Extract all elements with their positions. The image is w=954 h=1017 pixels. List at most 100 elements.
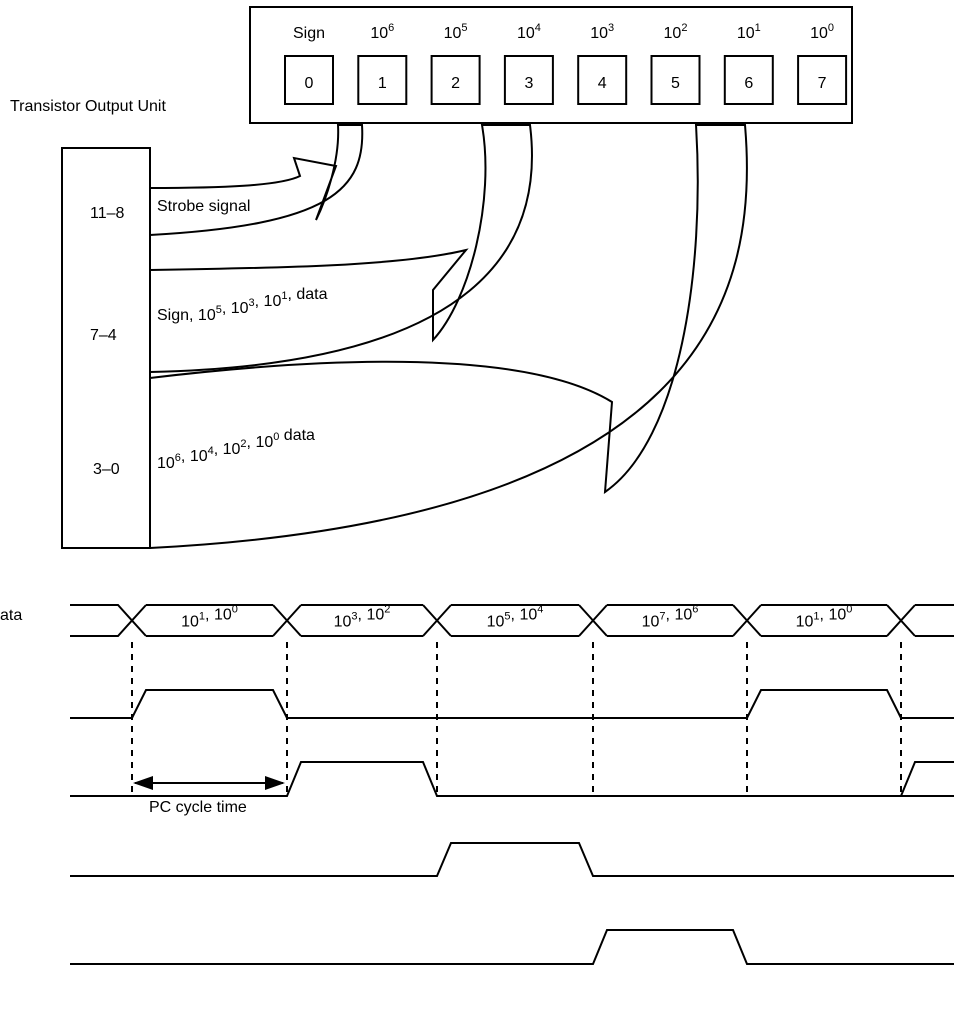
text-part: 10 bbox=[157, 455, 175, 472]
digit-box bbox=[503, 55, 554, 105]
terminal-7-4: 7–4 bbox=[90, 327, 117, 344]
digit-box bbox=[797, 55, 848, 105]
cycle-time-label: PC cycle time bbox=[149, 799, 247, 816]
superscript: 1 bbox=[755, 22, 761, 34]
superscript: 6 bbox=[175, 452, 181, 464]
unit-title: Transistor Output Unit bbox=[10, 98, 166, 115]
superscript: 0 bbox=[232, 604, 238, 616]
strobe-arrow bbox=[149, 124, 364, 237]
strobe-line bbox=[70, 929, 954, 965]
strobe-line bbox=[70, 842, 954, 877]
lower-data-arrow bbox=[149, 124, 748, 550]
upper-data-arrow bbox=[149, 124, 533, 374]
text-part: data bbox=[279, 427, 315, 444]
digit-box bbox=[284, 55, 334, 105]
strobe-line-continuation bbox=[900, 761, 954, 797]
superscript: 4 bbox=[208, 445, 214, 457]
text-part: , 10 bbox=[511, 607, 538, 624]
text-part: , data bbox=[287, 286, 327, 303]
digit-box bbox=[577, 55, 628, 105]
digit-value: 4 bbox=[598, 75, 607, 92]
digit-value: 5 bbox=[671, 75, 680, 92]
text-part: 10 bbox=[664, 25, 682, 42]
superscript: 6 bbox=[388, 22, 394, 34]
data-segment-label: 107, 106 bbox=[642, 604, 699, 631]
terminal-11-8: 11–8 bbox=[90, 205, 125, 222]
data-segment-label: 103, 102 bbox=[334, 604, 391, 631]
text-part: , 10 bbox=[358, 607, 385, 624]
text-part: 10 bbox=[370, 25, 388, 42]
cycle-time-arrow-right bbox=[265, 776, 285, 790]
strobe-line bbox=[70, 761, 954, 797]
text-part: 10 bbox=[796, 614, 814, 631]
superscript: 5 bbox=[216, 304, 222, 316]
strobe-line bbox=[70, 689, 954, 719]
digit-header: 106 bbox=[370, 22, 394, 42]
text-part: 10 bbox=[334, 614, 352, 631]
superscript: 3 bbox=[608, 22, 614, 34]
text-part: 10 bbox=[590, 25, 608, 42]
cycle-time-arrow-left bbox=[133, 776, 153, 790]
text-part: 10 bbox=[181, 614, 199, 631]
superscript: 7 bbox=[659, 611, 665, 623]
terminal-3-0: 3–0 bbox=[93, 461, 120, 478]
superscript: 2 bbox=[681, 22, 687, 34]
text-part: , 10 bbox=[666, 607, 693, 624]
text-part: , 10 bbox=[222, 300, 249, 317]
data-segment-label: 101, 100 bbox=[181, 604, 238, 631]
superscript: 2 bbox=[384, 604, 390, 616]
data-bus-bottom bbox=[70, 604, 954, 637]
digit-box bbox=[723, 55, 774, 105]
superscript: 0 bbox=[828, 22, 834, 34]
lower-data-label: 106, 104, 102, 100 data bbox=[157, 427, 315, 472]
text-part: , 10 bbox=[214, 441, 241, 458]
superscript: 3 bbox=[249, 297, 255, 309]
display-frame bbox=[249, 6, 853, 124]
text-part: 10 bbox=[642, 614, 660, 631]
digit-value: 2 bbox=[451, 75, 460, 92]
text-part: 10 bbox=[810, 25, 828, 42]
strobe-signal-label: Strobe signal bbox=[157, 198, 250, 215]
superscript: 1 bbox=[813, 611, 819, 623]
text-part: , 10 bbox=[181, 448, 208, 465]
digit-value: 7 bbox=[818, 75, 827, 92]
digit-value: 1 bbox=[378, 75, 387, 92]
text-part: 10 bbox=[487, 614, 505, 631]
digit-header: 100 bbox=[810, 22, 834, 42]
superscript: 4 bbox=[535, 22, 541, 34]
data-segment-label: 101, 100 bbox=[796, 604, 853, 631]
digit-header: 102 bbox=[664, 22, 688, 42]
digit-box bbox=[357, 55, 408, 105]
superscript: 5 bbox=[461, 22, 467, 34]
timing-guides bbox=[131, 642, 902, 795]
superscript: 0 bbox=[846, 604, 852, 616]
text-part: , 10 bbox=[255, 293, 282, 310]
text-part: , 10 bbox=[247, 434, 274, 451]
superscript: 5 bbox=[504, 611, 510, 623]
digit-box bbox=[430, 55, 481, 105]
superscript: 2 bbox=[240, 438, 246, 450]
text-part: Sign, 10 bbox=[157, 307, 216, 324]
digit-header: 104 bbox=[517, 22, 541, 42]
superscript: 6 bbox=[692, 604, 698, 616]
superscript: 3 bbox=[351, 611, 357, 623]
digit-header: Sign bbox=[293, 25, 325, 42]
text-part: , 10 bbox=[205, 607, 232, 624]
superscript: 4 bbox=[537, 604, 543, 616]
superscript: 1 bbox=[199, 611, 205, 623]
digit-value: 0 bbox=[305, 75, 314, 92]
digit-header: 101 bbox=[737, 22, 761, 42]
digit-box bbox=[650, 55, 701, 105]
text-part: , 10 bbox=[820, 607, 847, 624]
text-part: 10 bbox=[444, 25, 462, 42]
superscript: 0 bbox=[273, 431, 279, 443]
digit-header: 103 bbox=[590, 22, 614, 42]
data-row-label: ata bbox=[0, 607, 22, 624]
digit-value: 3 bbox=[524, 75, 533, 92]
data-segment-label: 105, 104 bbox=[487, 604, 544, 631]
text-part: Sign bbox=[293, 25, 325, 42]
upper-data-label: Sign, 105, 103, 101, data bbox=[157, 286, 328, 324]
